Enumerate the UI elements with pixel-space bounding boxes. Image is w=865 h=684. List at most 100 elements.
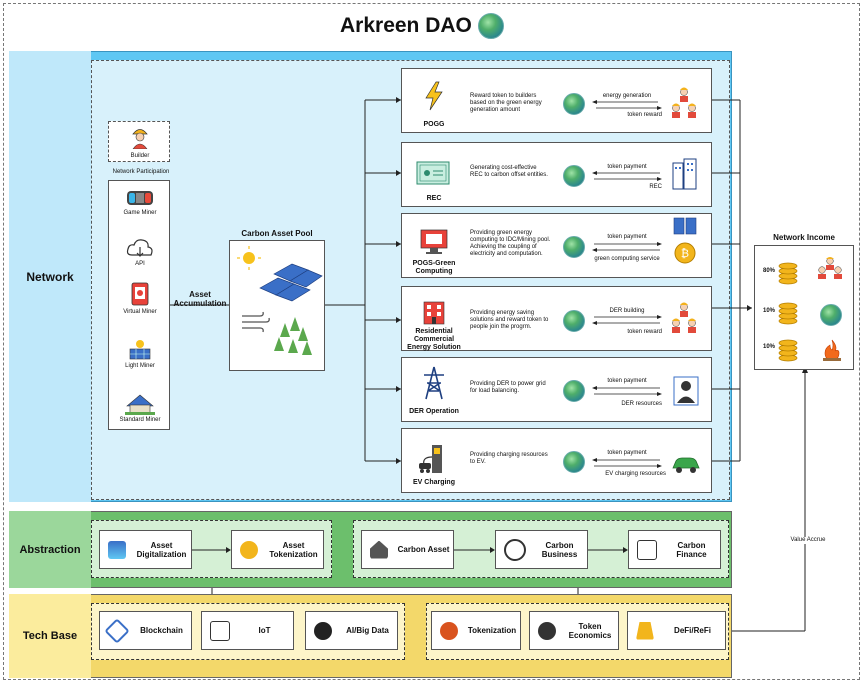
defi-card: DeFi/ReFi [627,611,726,650]
blockchain-card: Blockchain [99,611,192,650]
people-icon [538,621,556,640]
flow-top-label: DER building [609,308,645,314]
value-accrue-label: Value Accrue [783,537,833,544]
flow-bottom-label: DER resources [621,401,662,407]
globe-icon [477,13,504,39]
app-desc: Providing DER to power grid for load bal… [470,381,546,394]
dollar-cycle-icon [504,538,526,561]
flow-arrows [592,458,662,468]
card-label: IoT [258,626,271,635]
card-label: Carbon Asset [397,545,450,554]
certificate-icon [416,161,450,185]
fire-icon [823,339,841,361]
app-name: EV Charging [412,479,455,486]
light-miner-icon [129,340,151,360]
miner-label: API [135,261,145,267]
app-card-residential: Residential Commercial Energy Solution P… [401,286,712,351]
app-desc: Providing charging resources to EV. [470,452,548,465]
app-desc: Providing green energy computing to IDC/… [470,230,551,257]
app-name: Residential Commercial Energy Solution [407,328,461,351]
app-name: REC [426,195,442,202]
money-bag-icon [636,621,654,640]
globe-icon [563,165,585,187]
virtual-miner-icon [131,282,149,306]
flow-arrows [592,242,662,252]
cloud-api-icon [126,239,153,257]
computer-icon [420,229,448,254]
network-income-box: 80% 10% 10% [754,245,854,370]
flow-bottom-label: token reward [627,329,662,335]
network-inner [91,60,730,500]
card-label: Asset Digitalization [136,540,187,559]
flow-top-label: token payment [607,378,647,384]
flow-arrows [592,386,662,396]
carbon-business-card: Carbon Business [495,530,588,569]
builder-card: Builder [108,121,170,162]
globe-icon [820,304,842,326]
card-label: Carbon Finance [676,540,707,559]
income-pct: 10% [763,308,776,314]
miners-list: Game Miner API Virtual Miner Light Miner… [108,180,170,430]
charging-station-icon [419,445,442,473]
app-desc: Generating cost-effective REC to carbon … [470,165,548,178]
house-icon [370,540,388,559]
app-card-pogs: POGS-Green Computing Providing green ene… [401,213,712,278]
flow-top-label: energy generation [602,93,652,99]
buildings-icon [672,158,697,190]
flow-arrows [592,315,662,325]
blockchain-icon [104,617,130,644]
builders-icon [672,87,696,118]
carbon-finance-card: Carbon Finance [628,530,721,569]
app-desc: Providing energy saving solutions and re… [470,310,549,330]
network-label: Network [9,51,91,502]
ev-car-icon [672,457,700,473]
income-pct: 10% [763,344,776,350]
game-miner-icon [127,191,153,205]
builder-label: Builder [130,153,150,159]
miner-label: Game Miner [123,210,157,216]
app-card-pogg: POGG Reward token to builders based on t… [401,68,712,133]
card-label: AI/Big Data [346,626,389,635]
app-card-rec: REC Generating cost-effective REC to car… [401,142,712,207]
iot-card: IoT [201,611,294,650]
income-title: Network Income [773,233,835,242]
iot-icon [210,620,230,641]
globe-icon [563,310,585,332]
finance-icon [637,539,657,560]
participation-label: Network Participation [112,169,170,175]
grid-operator-icon [673,376,699,406]
carbon-asset-pool [229,240,325,371]
token-icon [440,621,458,640]
building-icon [423,301,445,325]
abstraction-label: Abstraction [9,511,91,588]
globe-icon [563,93,585,115]
flow-arrows [592,171,662,181]
flow-bottom-label: green computing service [594,256,660,262]
techbase-label: Tech Base [9,594,91,678]
page-title: Arkreen DAO [340,12,530,40]
miner-label: Standard Miner [119,417,161,423]
globe-icon [563,451,585,473]
card-label: Tokenization [467,626,517,635]
ai-head-icon [314,621,332,640]
outer-frame [3,3,860,680]
flow-bottom-label: token reward [627,112,662,118]
tokenization-card: Tokenization [431,611,521,650]
miner-label: Virtual Miner [123,309,157,315]
pool-illustration [237,246,323,355]
datacenter-bitcoin-icon: ₿ [673,217,697,264]
coins-icon [778,302,798,325]
globe-icon [563,236,585,258]
card-label: Token Economics [568,621,612,640]
app-desc: Reward token to builders based on the gr… [470,93,542,113]
power-tower-icon [424,366,444,400]
flow-bottom-label: EV charging resources [605,471,666,477]
flow-bottom-label: REC [649,184,662,190]
card-label: Blockchain [140,626,183,635]
app-card-der: DER Operation Providing DER to power gri… [401,357,712,422]
flow-top-label: token payment [607,164,647,170]
globe-icon [563,380,585,402]
standard-miner-icon [125,394,155,415]
app-name: POGG [423,121,445,128]
